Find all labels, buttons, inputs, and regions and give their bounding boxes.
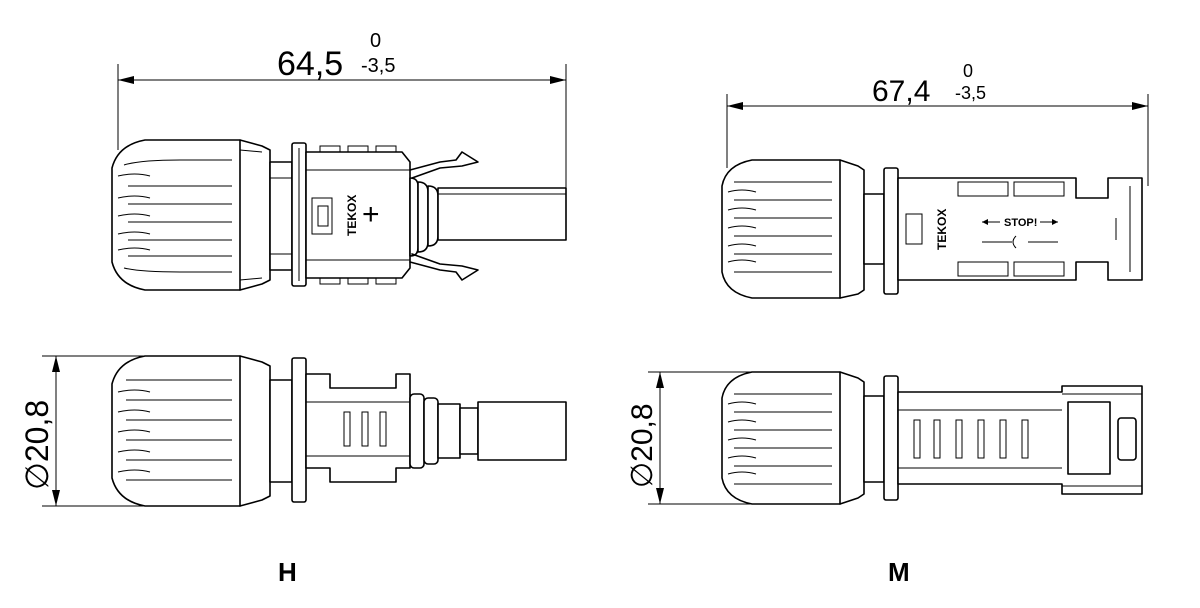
h-length-value: 64,5: [277, 45, 343, 83]
m-length-tol-lower: -3,5: [955, 83, 986, 103]
h-length-tol-lower: -3,5: [361, 55, 395, 77]
m-connector-top-view: TEKOX STOP!: [721, 159, 1143, 299]
m-connector-side-view: ∅20,8: [626, 371, 1143, 505]
h-diameter-value: ∅20,8: [19, 400, 55, 490]
h-brand-mark: TEKOX: [345, 195, 359, 236]
m-diameter-value: ∅20,8: [626, 403, 659, 488]
h-connector-side-view: ∅20,8: [19, 355, 567, 507]
h-connector-label: H: [278, 557, 297, 587]
m-length-dimension: 67,4 0 -3,5: [726, 61, 1149, 186]
m-connector-label: M: [888, 557, 910, 587]
h-length-dimension: 64,5 0 -3,5: [117, 30, 567, 190]
m-length-value: 67,4: [872, 75, 930, 108]
h-connector-top-view: TEKOX +: [111, 139, 567, 291]
h-polarity-mark: +: [362, 198, 380, 231]
m-length-tol-upper: 0: [963, 61, 973, 81]
h-length-tol-upper: 0: [370, 30, 381, 52]
m-stop-mark: STOP!: [1004, 217, 1037, 229]
m-brand-mark: TEKOX: [935, 209, 949, 250]
